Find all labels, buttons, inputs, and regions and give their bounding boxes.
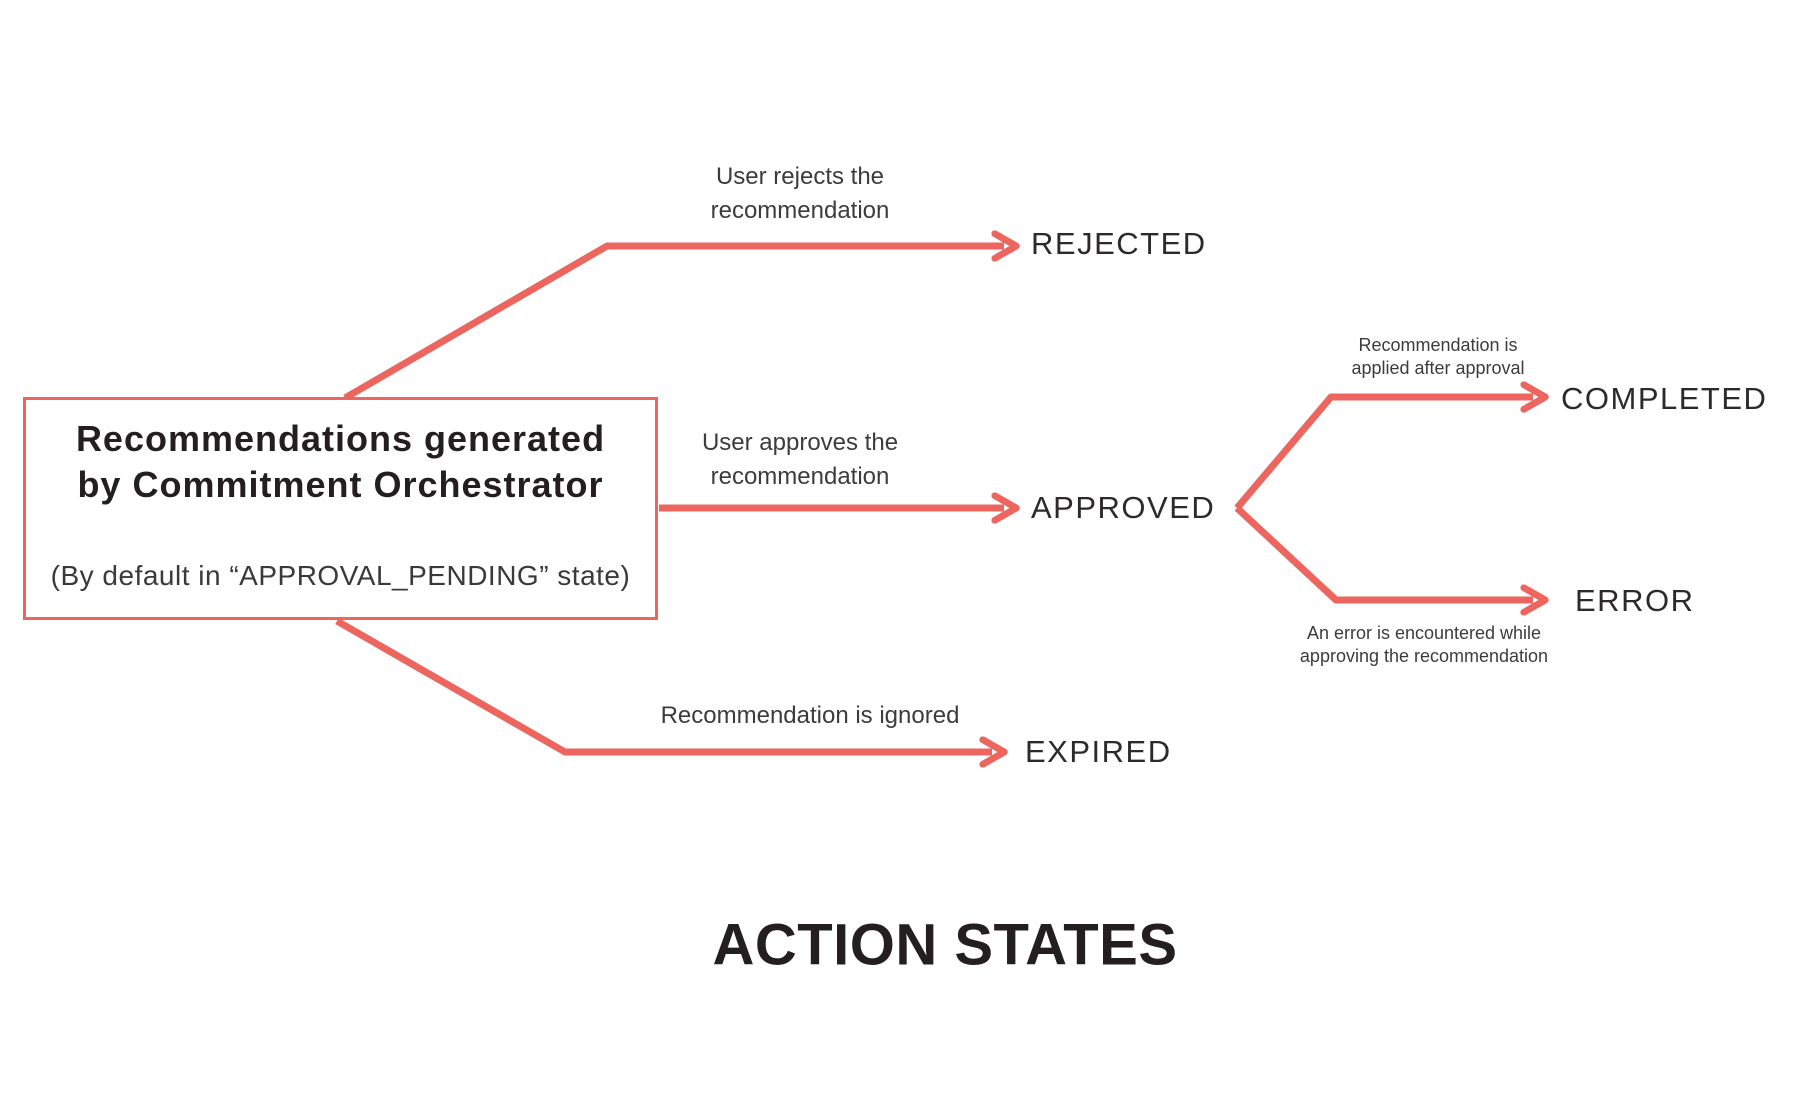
arrow-approved-to-error xyxy=(1234,505,1533,600)
arrow-pending-to-expired xyxy=(335,617,992,752)
source-box-title-line1: Recommendations generated xyxy=(75,418,606,459)
caption-approved: User approves the recommendation xyxy=(702,426,898,494)
state-label-expired: EXPIRED xyxy=(1025,734,1172,769)
arrow-pending-to-rejected xyxy=(343,246,1004,402)
caption-error-line2: approving the recommendation xyxy=(1299,646,1549,666)
caption-completed-line1: Recommendation is xyxy=(1358,335,1518,355)
state-label-rejected: REJECTED xyxy=(1031,226,1207,261)
diagram-heading: ACTION STATES xyxy=(712,912,1178,978)
caption-expired-line1: Recommendation is ignored xyxy=(660,702,960,729)
caption-rejected: User rejects the recommendation xyxy=(711,160,890,228)
caption-error: An error is encountered while approving … xyxy=(1300,622,1548,668)
caption-approved-line1: User approves the xyxy=(701,429,899,456)
source-box-subtitle: (By default in “APPROVAL_PENDING” state) xyxy=(50,560,631,591)
state-label-approved: APPROVED xyxy=(1031,490,1216,525)
caption-expired: Recommendation is ignored xyxy=(661,699,960,733)
caption-rejected-line2: recommendation xyxy=(710,197,890,224)
caption-error-line1: An error is encountered while xyxy=(1306,623,1542,643)
caption-rejected-line1: User rejects the xyxy=(715,163,885,190)
caption-completed: Recommendation is applied after approval xyxy=(1351,334,1524,380)
state-label-completed: COMPLETED xyxy=(1561,381,1768,416)
state-label-error: ERROR xyxy=(1575,583,1695,618)
source-box-title-line2: by Commitment Orchestrator xyxy=(77,464,604,505)
caption-approved-line2: recommendation xyxy=(710,463,890,490)
arrow-approved-to-completed xyxy=(1234,397,1533,511)
caption-completed-line2: applied after approval xyxy=(1351,358,1525,378)
source-box-title: Recommendations generated by Commitment … xyxy=(26,416,655,508)
source-state-box: Recommendations generated by Commitment … xyxy=(23,397,658,620)
